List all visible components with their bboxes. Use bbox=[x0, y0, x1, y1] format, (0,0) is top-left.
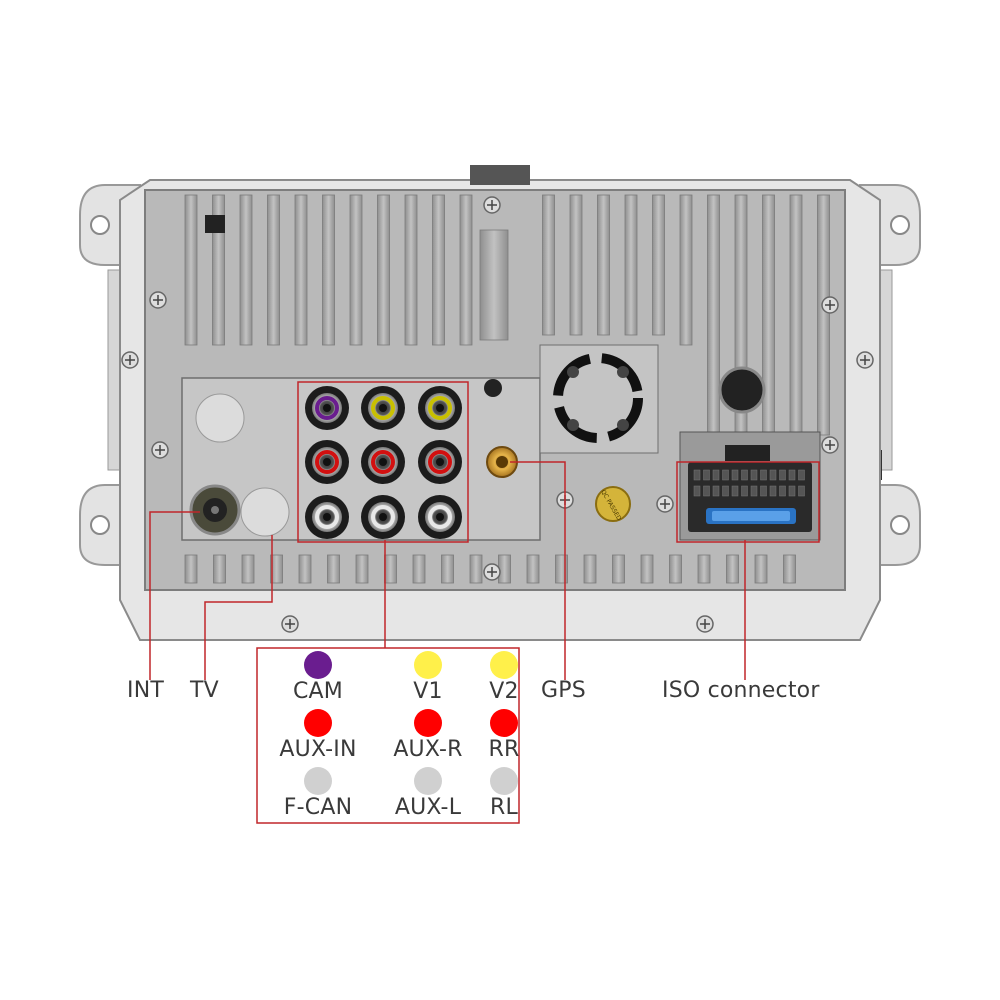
tv-label: TV bbox=[190, 678, 219, 703]
int-antenna-jack bbox=[189, 484, 241, 536]
screw-7 bbox=[483, 563, 501, 581]
legend-label-aux-r: AUX-R bbox=[393, 737, 463, 762]
rca-jack-7 bbox=[361, 495, 405, 539]
legend-label-rl: RL bbox=[490, 795, 518, 820]
screw-5 bbox=[151, 441, 169, 459]
screw-3 bbox=[121, 351, 139, 369]
cooling-fan bbox=[539, 344, 659, 454]
rca-jack-5 bbox=[418, 440, 462, 484]
legend-label-aux-in: AUX-IN bbox=[279, 737, 357, 762]
rca-jack-1 bbox=[361, 386, 405, 430]
legend-box bbox=[256, 647, 520, 824]
legend-swatch-cam bbox=[304, 651, 332, 679]
gps-label: GPS bbox=[541, 678, 586, 703]
iso-connector-label: ISO connector bbox=[662, 678, 820, 703]
screw-11 bbox=[656, 495, 674, 513]
legend-swatch-rr bbox=[490, 709, 518, 737]
legend-swatch-aux-r bbox=[414, 709, 442, 737]
int-label: INT bbox=[127, 678, 164, 703]
bottom-vents bbox=[184, 554, 796, 584]
callout-boxes bbox=[297, 381, 820, 543]
heatsink-fins bbox=[184, 194, 830, 436]
legend-swatch-f-can bbox=[304, 767, 332, 795]
qc-passed-sticker: QC PASSED bbox=[595, 486, 631, 522]
screw-9 bbox=[696, 615, 714, 633]
screw-6 bbox=[821, 436, 839, 454]
legend-label-v2: V2 bbox=[489, 679, 519, 704]
legend-swatch-v1 bbox=[414, 651, 442, 679]
callout-lines bbox=[149, 461, 746, 680]
rca-jack-0 bbox=[305, 386, 349, 430]
legend-label-aux-l: AUX-L bbox=[394, 795, 462, 820]
legend-label-cam: CAM bbox=[293, 679, 343, 704]
tv-port bbox=[240, 487, 290, 537]
rca-jack-8 bbox=[418, 495, 462, 539]
screw-4 bbox=[856, 351, 874, 369]
rca-jack-panel bbox=[305, 386, 462, 539]
screw-8 bbox=[281, 615, 299, 633]
rca-jack-6 bbox=[305, 495, 349, 539]
screw-2 bbox=[821, 296, 839, 314]
rca-jack-3 bbox=[305, 440, 349, 484]
legend-swatch-aux-in bbox=[304, 709, 332, 737]
legend-swatch-rl bbox=[490, 767, 518, 795]
legend-label-v1: V1 bbox=[413, 679, 443, 704]
iso-connector-port bbox=[679, 431, 821, 541]
screw-1 bbox=[149, 291, 167, 309]
legend-label-f-can: F-CAN bbox=[283, 795, 353, 820]
screw-0 bbox=[483, 196, 501, 214]
rca-jack-2 bbox=[418, 386, 462, 430]
legend-label-rr: RR bbox=[488, 737, 520, 762]
legend-swatch-v2 bbox=[490, 651, 518, 679]
rca-jack-4 bbox=[361, 440, 405, 484]
legend-swatch-aux-l bbox=[414, 767, 442, 795]
